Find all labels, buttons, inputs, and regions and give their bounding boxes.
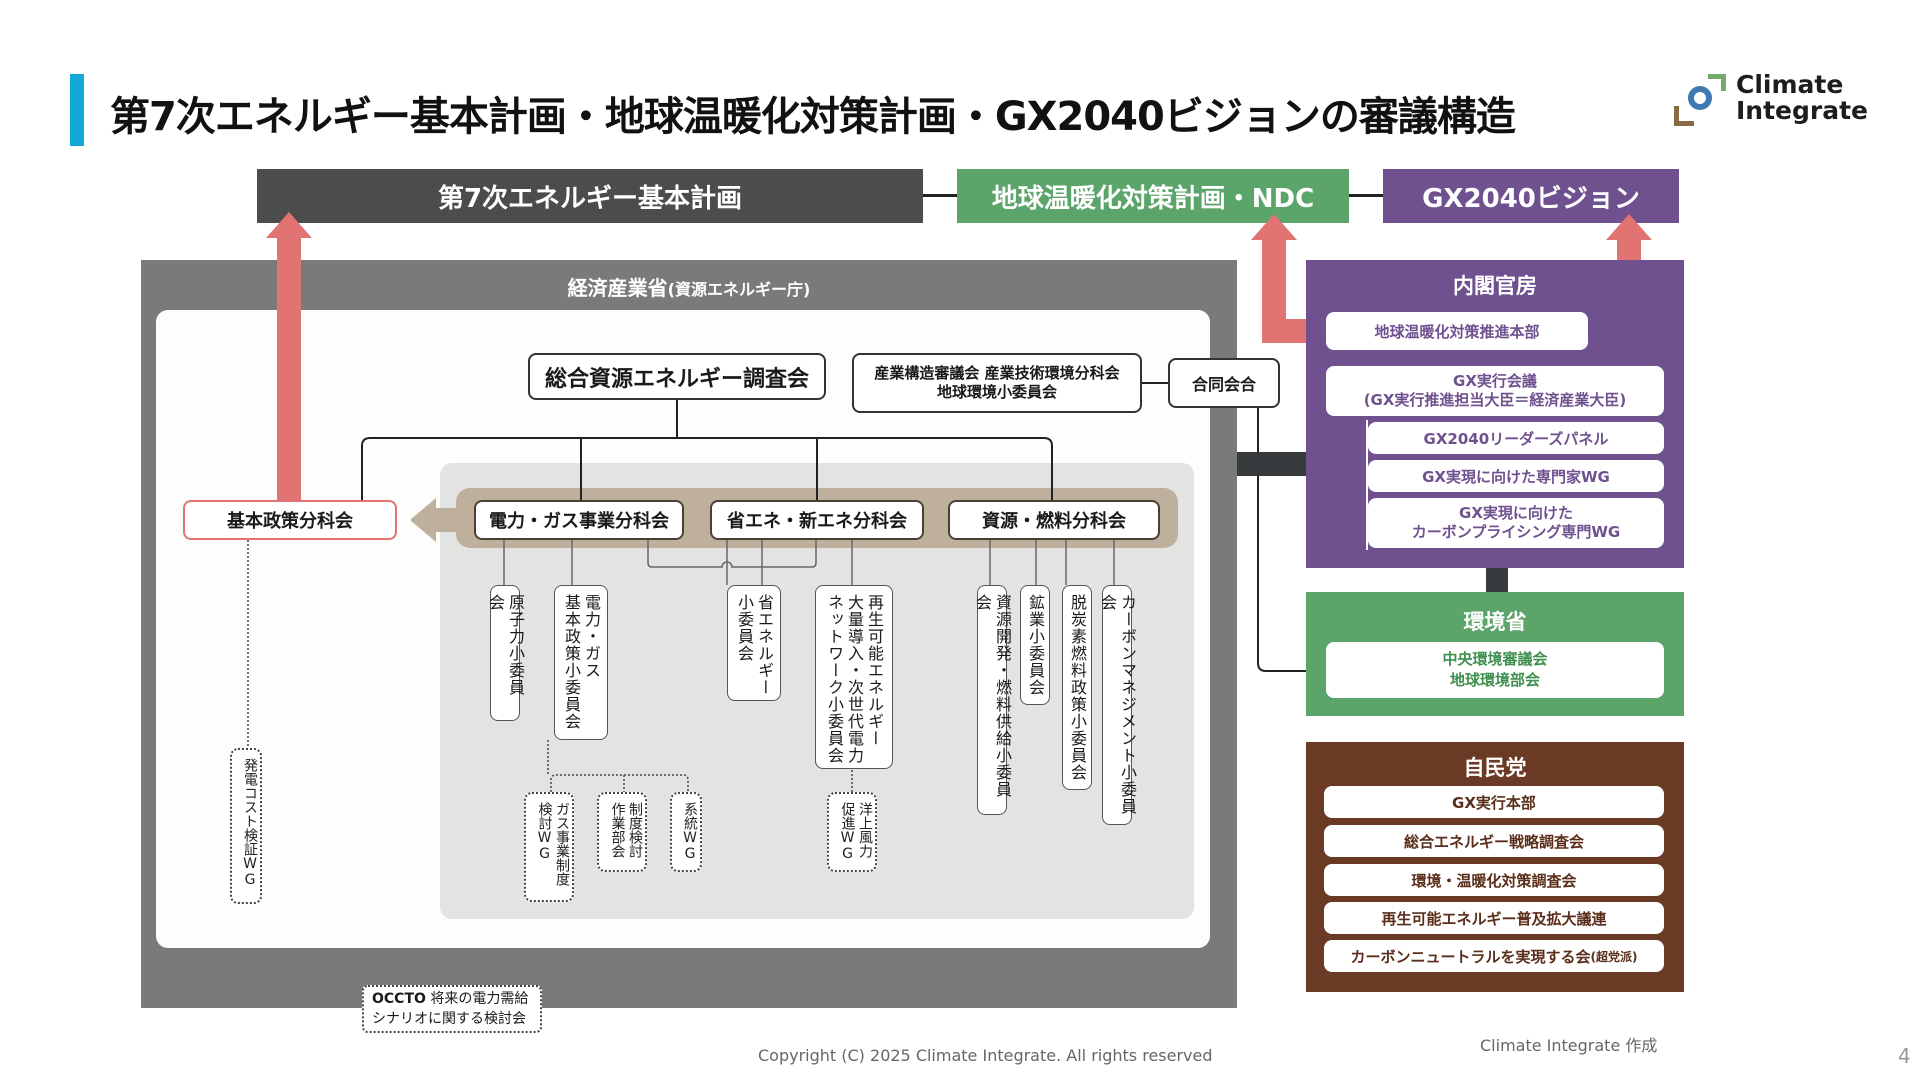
- wg-power-cost: 発電コスト検証WG: [230, 748, 262, 904]
- energy-plan-header: 第7次エネルギー基本計画: [257, 169, 923, 223]
- small-committee-nuclear: 原子力小委員会: [486, 585, 525, 721]
- logo-text: Climate Integrate: [1736, 72, 1868, 124]
- wg-system-review: 制度検討 作業部会: [597, 792, 647, 872]
- moe-council-box: 中央環境審議会 地球環境部会: [1326, 642, 1664, 698]
- subcommittee-power-gas: 電力・ガス事業分科会: [474, 500, 684, 540]
- meti-label-sub: (資源エネルギー庁): [667, 280, 811, 299]
- industry-council-line1: 産業構造審議会 産業技術環境分科会: [874, 363, 1120, 382]
- ldp-item-carbon-neutral: カーボンニュートラルを実現する会(超党派): [1324, 940, 1664, 972]
- small-committee-renewables: 再生可能エネルギー 大量導入・次世代電力 ネットワーク小委員会: [815, 585, 893, 769]
- arrow-head-energy-plan: [266, 212, 312, 238]
- arrow-head-gx: [1606, 214, 1652, 240]
- occto-label: OCCTO: [372, 991, 426, 1007]
- small-committee-resource-dev: 資源開発・燃料供給小委員会: [973, 585, 1012, 815]
- copyright: Copyright (C) 2025 Climate Integrate. Al…: [758, 1046, 1213, 1065]
- occto-line2: シナリオに関する検討会: [372, 1011, 526, 1027]
- page-number: 4: [1898, 1044, 1911, 1068]
- meti-label: 経済産業省(資源エネルギー庁): [141, 272, 1237, 301]
- connector-line: [1349, 194, 1383, 197]
- title-accent-bar: [70, 74, 84, 146]
- basic-policy-box: 基本政策分科会: [183, 500, 397, 540]
- link-block: [1237, 452, 1307, 476]
- tan-arrow-shaft: [434, 508, 458, 532]
- page-title: 第7次エネルギー基本計画・地球温暖化対策計画・GX2040ビジョンの審議構造: [110, 94, 1516, 140]
- main-council-box: 総合資源エネルギー調査会: [528, 353, 826, 400]
- subcommittee-energy-saving: 省エネ・新エネ分科会: [710, 500, 924, 540]
- wg-offshore-wind: 洋上風力 促進WG: [827, 792, 877, 872]
- arrow-to-ndc: [1262, 238, 1330, 343]
- cabinet-item-warming-hq: 地球温暖化対策推進本部: [1326, 312, 1588, 350]
- climate-integrate-logo-icon: [1672, 72, 1728, 128]
- gx-council-title: GX実行会議: [1453, 371, 1537, 390]
- logo-line2: Integrate: [1736, 96, 1869, 125]
- ldp-item-gx-hq: GX実行本部: [1324, 786, 1664, 818]
- logo-line1: Climate: [1736, 70, 1844, 99]
- subcommittee-resources-fuel: 資源・燃料分科会: [948, 500, 1160, 540]
- cabinet-item-expert-wg: GX実現に向けた専門家WG: [1368, 460, 1664, 492]
- ldp-item-environment-warming: 環境・温暖化対策調査会: [1324, 864, 1664, 896]
- cabinet-item-carbon-pricing-wg: GX実現に向けた カーボンプライシング専門WG: [1368, 498, 1664, 548]
- meti-label-main: 経済産業省: [567, 276, 668, 300]
- arrow-head-ndc: [1251, 214, 1297, 240]
- moe-council-line2: 地球環境部会: [1449, 671, 1540, 689]
- carbon-pricing-wg-title: GX実現に向けた: [1459, 504, 1573, 523]
- industry-council-box: 産業構造審議会 産業技術環境分科会 地球環境小委員会: [852, 353, 1142, 413]
- joint-meeting-box: 合同会合: [1168, 358, 1280, 408]
- gx-vision-header: GX2040ビジョン: [1383, 169, 1679, 223]
- gx-council-sub: (GX実行推進担当大臣＝経済産業大臣): [1363, 391, 1627, 409]
- small-committee-energy-saving: 省エネルギー 小委員会: [727, 585, 781, 701]
- ldp-label: 自民党: [1463, 756, 1527, 780]
- arrow-to-energy-plan: [277, 236, 301, 500]
- credit: Climate Integrate 作成: [1480, 1036, 1658, 1055]
- moe-council-line1: 中央環境審議会: [1442, 650, 1548, 668]
- link-block: [1486, 568, 1508, 592]
- moe-label: 環境省: [1463, 610, 1527, 634]
- occto-box: OCCTO 将来の電力需給 シナリオに関する検討会: [362, 985, 542, 1033]
- tan-arrow-head: [410, 498, 436, 542]
- carbon-pricing-wg-sub: カーボンプライシング専門WG: [1411, 523, 1621, 541]
- ldp-carbon-neutral-note: (超党派): [1590, 949, 1638, 964]
- ldp-carbon-neutral-label: カーボンニュートラルを実現する会: [1350, 947, 1591, 966]
- connector-line: [923, 194, 957, 197]
- wg-grid: 系統WG: [670, 792, 702, 872]
- small-committee-carbon-management: カーボンマネジメント小委員会: [1098, 585, 1137, 825]
- small-committee-power-gas-policy: 電力・ガス 基本政策小委員会: [554, 585, 608, 740]
- industry-council-line2: 地球環境小委員会: [936, 383, 1057, 401]
- wg-gas-system: ガス事業制度 検討WG: [524, 792, 574, 902]
- cabinet-item-leaders-panel: GX2040リーダーズパネル: [1368, 422, 1664, 454]
- small-committee-decarbonized-fuel: 脱炭素燃料政策小委員会: [1062, 585, 1092, 790]
- small-committee-mining: 鉱業小委員会: [1020, 585, 1050, 705]
- cabinet-label: 内閣官房: [1453, 274, 1537, 298]
- ldp-item-energy-strategy: 総合エネルギー戦略調査会: [1324, 825, 1664, 857]
- occto-line1: 将来の電力需給: [430, 991, 529, 1007]
- ldp-item-renewables-caucus: 再生可能エネルギー普及拡大議連: [1324, 902, 1664, 934]
- ndc-header: 地球温暖化対策計画・NDC: [957, 169, 1349, 223]
- cabinet-item-gx-council: GX実行会議 (GX実行推進担当大臣＝経済産業大臣): [1326, 366, 1664, 416]
